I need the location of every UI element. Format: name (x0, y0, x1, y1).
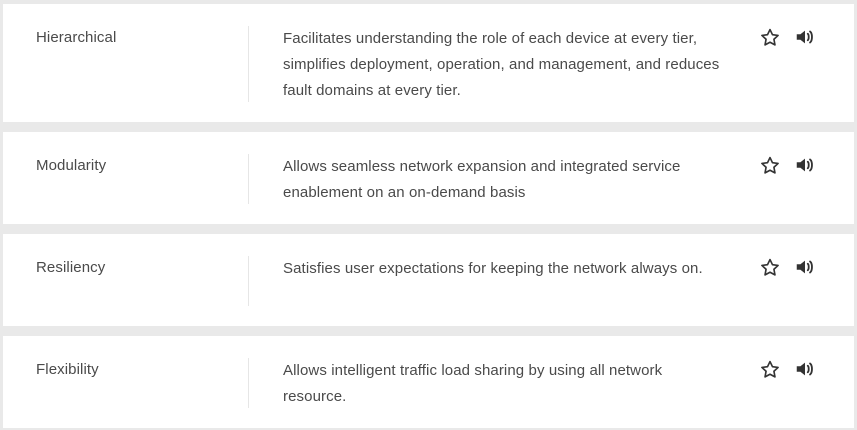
term-label: Resiliency (36, 259, 106, 276)
term-label: Modularity (36, 157, 107, 174)
term-card: Resiliency Satisfies user expectations f… (3, 234, 854, 326)
card-divider (248, 358, 249, 408)
term-card: Modularity Allows seamless network expan… (3, 132, 854, 224)
term-label: Flexibility (36, 361, 99, 378)
term-definition: Facilitates understanding the role of ea… (283, 30, 720, 99)
speaker-icon[interactable] (794, 256, 816, 278)
star-icon[interactable] (759, 257, 781, 279)
term-definition: Allows seamless network expansion and in… (283, 158, 681, 201)
speaker-icon[interactable] (794, 26, 816, 48)
card-divider (248, 256, 249, 306)
speaker-icon[interactable] (794, 358, 816, 380)
term-definition: Satisfies user expectations for keeping … (283, 260, 703, 277)
star-icon[interactable] (759, 27, 781, 49)
term-definition: Allows intelligent traffic load sharing … (283, 362, 663, 405)
term-label: Hierarchical (36, 29, 117, 46)
speaker-icon[interactable] (794, 154, 816, 176)
star-icon[interactable] (759, 155, 781, 177)
star-icon[interactable] (759, 359, 781, 381)
term-card: Flexibility Allows intelligent traffic l… (3, 336, 854, 428)
card-divider (248, 154, 249, 204)
card-divider (248, 26, 249, 102)
term-card: Hierarchical Facilitates understanding t… (3, 4, 854, 122)
